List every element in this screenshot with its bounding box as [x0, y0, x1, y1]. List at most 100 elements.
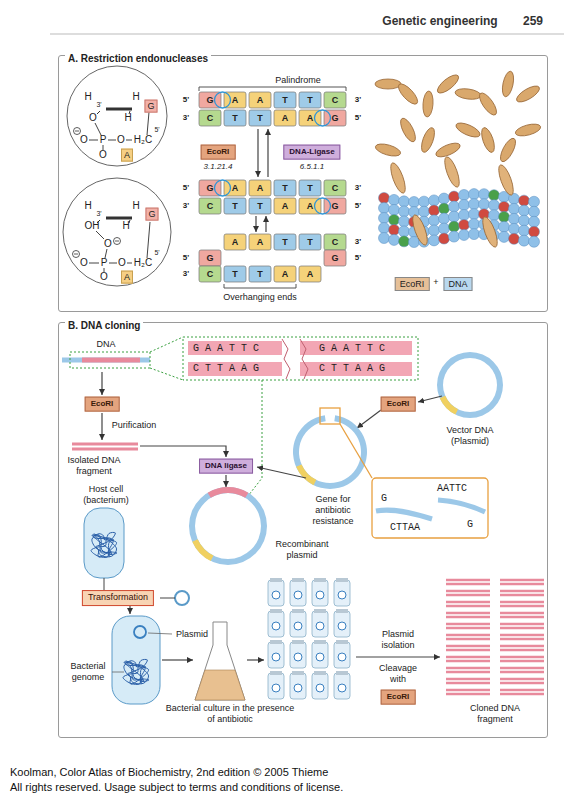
cloned-fragment: [446, 623, 490, 626]
cleavage-site: [215, 92, 231, 108]
tube-cap: [314, 578, 326, 582]
text-label: G: [145, 208, 158, 221]
text-label: H: [132, 200, 139, 212]
join-line: [104, 578, 105, 590]
panel-heading: B. DNA cloning: [65, 320, 143, 331]
strand-end: 3': [355, 183, 361, 193]
dna-atom: [509, 213, 520, 224]
colony: [294, 622, 302, 630]
text-label: 3': [96, 101, 101, 109]
culture-tube: [334, 611, 350, 637]
cloned-fragment: [446, 682, 490, 685]
legend-text: DNA: [448, 279, 467, 289]
enzyme-box: DNA ligase: [199, 459, 253, 474]
flow-arrow: [356, 656, 440, 657]
enzyme-box: EcoRI: [381, 397, 416, 412]
base-letter: A: [257, 237, 264, 248]
base-block: [274, 110, 296, 126]
sugar-bond: [106, 217, 132, 220]
tube-cap: [270, 609, 282, 613]
dna-atom: [429, 235, 440, 246]
bond: [89, 140, 98, 141]
dna-atom: [529, 196, 540, 207]
protein-helix: [398, 116, 419, 144]
cloned-fragment: [500, 656, 544, 659]
resistance-gene: [440, 396, 458, 415]
negative-charge: [114, 238, 121, 245]
enzyme-box: EcoRI: [85, 397, 120, 412]
base-letter: A: [232, 183, 239, 194]
page-header: 259: [523, 14, 543, 28]
base-block: [299, 234, 321, 250]
base-block: [274, 92, 296, 108]
base-block: [199, 198, 221, 214]
dna-atom: [429, 205, 440, 216]
dna-atom: [519, 205, 530, 216]
text-label: AATTC: [437, 483, 467, 495]
cloned-fragment: [446, 583, 490, 586]
strand-end: 5': [355, 253, 361, 263]
cloned-fragment: [500, 678, 544, 681]
sequence-band: [300, 341, 412, 355]
protein-helix: [479, 126, 497, 154]
cleavage-site: [315, 198, 331, 214]
base-letter: A: [307, 201, 314, 212]
base-letter: T: [307, 237, 313, 248]
dna-atom: [399, 216, 410, 227]
cloned-fragment: [446, 601, 490, 604]
text-label: Plasmid isolation: [373, 629, 423, 651]
base-letter: G: [206, 183, 213, 194]
legend-swatch: DNA: [443, 277, 472, 291]
dna-insert: [208, 487, 249, 498]
cloned-fragment: [446, 594, 490, 597]
text-label: Overhanging ends: [223, 292, 297, 303]
base-block: [224, 198, 246, 214]
cloned-fragment: [446, 649, 490, 652]
panel-frame: EcoRIDNA ligaseEcoRITransformationEcoRIB…: [58, 322, 548, 738]
base-letter: A: [307, 113, 314, 124]
text-label: OH: [85, 220, 100, 232]
bond: [126, 140, 132, 141]
dna-atom: [479, 199, 490, 210]
text-label: 5': [154, 249, 159, 257]
cloned-fragment: [500, 649, 544, 652]
palindrome-bracket: [199, 87, 346, 91]
culture-tube: [290, 611, 306, 637]
culture-tube: [334, 642, 350, 668]
dna-insert: [82, 358, 140, 363]
dna-atom: [459, 229, 470, 240]
dna-atom: [509, 233, 520, 244]
dna-atom: [519, 235, 530, 246]
negative-charge: [73, 251, 80, 258]
bond: [89, 263, 99, 264]
text-label: DNA: [96, 339, 115, 350]
colony: [316, 684, 324, 692]
culture-tube: [312, 642, 328, 668]
protein-helix: [500, 70, 515, 98]
cloned-fragment: [446, 579, 490, 582]
dna-atom: [409, 196, 420, 207]
tube-cap: [336, 640, 348, 644]
text-label: Bacterial culture in the presence of ant…: [164, 703, 296, 725]
dna-atom: [479, 189, 490, 200]
flow-arrow: [257, 467, 306, 478]
text-label: H: [132, 91, 139, 103]
sticky-end: [438, 500, 485, 512]
negative-charge: [74, 128, 81, 135]
base-letter: A: [257, 183, 264, 194]
text-label: O: [99, 149, 107, 161]
text-label: P: [101, 257, 108, 269]
text-label: O: [80, 134, 88, 146]
dna-atom: [469, 199, 480, 210]
tube-cap: [336, 671, 348, 675]
dna-atom: [459, 219, 470, 230]
base-block: [249, 198, 271, 214]
protein-helix: [374, 142, 402, 159]
base-block: [324, 180, 346, 196]
dna-atom: [449, 231, 460, 242]
cloned-fragment: [500, 590, 544, 593]
text-label: 6.5.1.1: [300, 162, 324, 172]
cloned-fragment: [500, 583, 544, 586]
flow-arrow: [162, 659, 193, 660]
dna-fragment: [72, 443, 138, 446]
